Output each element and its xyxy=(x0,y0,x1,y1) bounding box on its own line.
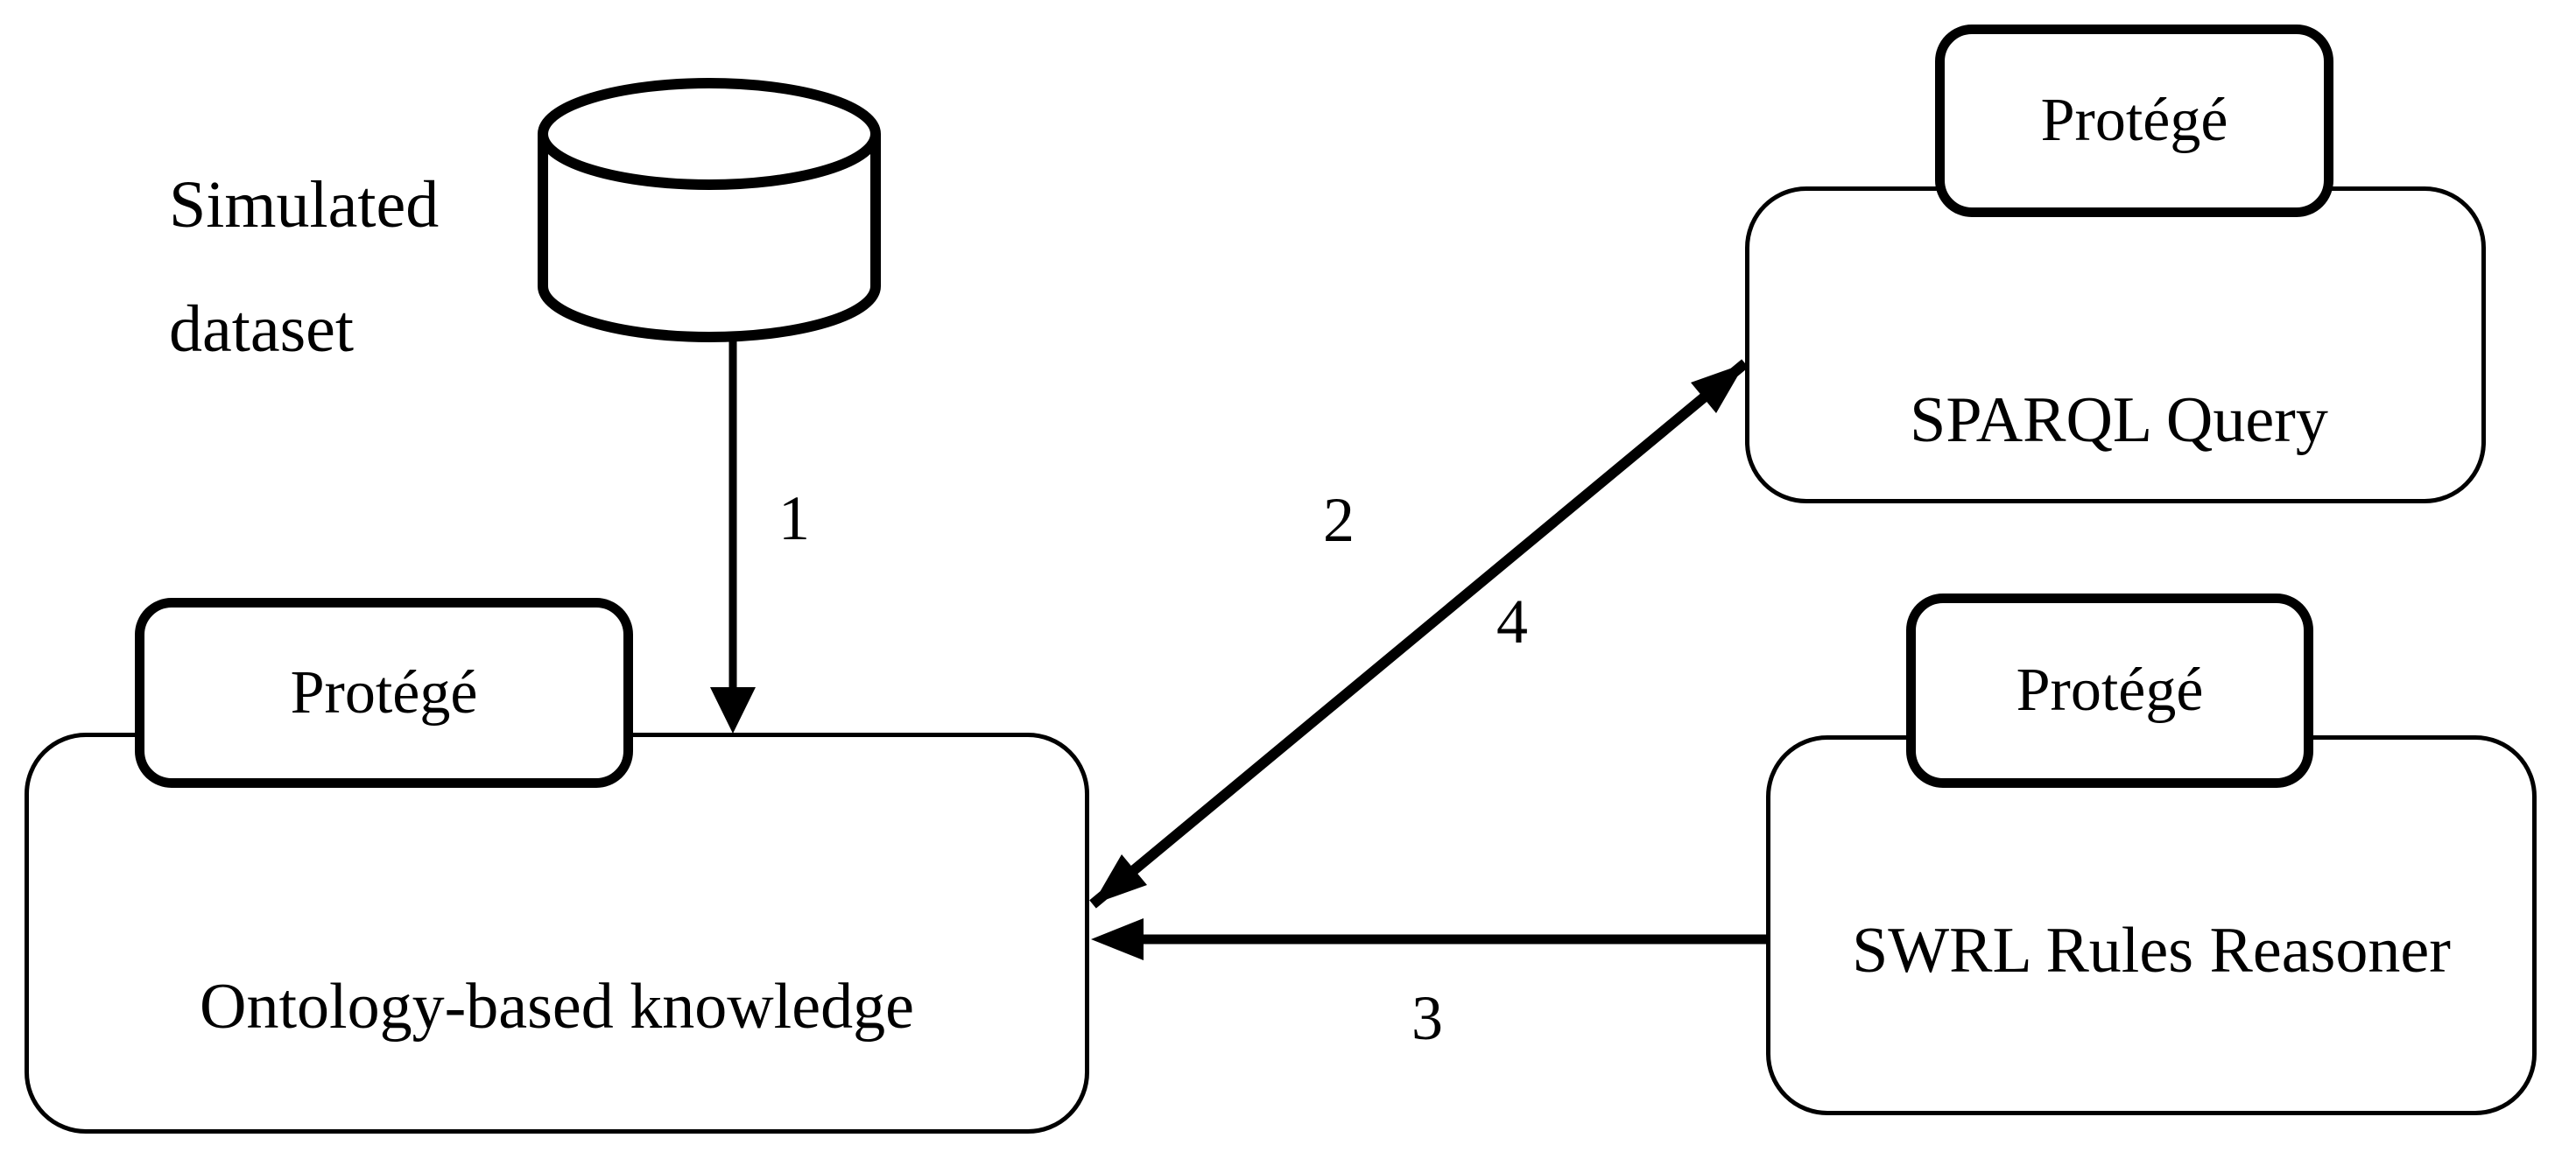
swrl-box-label: SWRL Rules Reasoner xyxy=(1852,915,2451,987)
arrow-1-head xyxy=(710,687,756,734)
protege-tag-label: Protégé xyxy=(2040,87,2228,154)
protege-tag-label: Protégé xyxy=(2016,657,2204,724)
arrow-1-dataset-to-ontology xyxy=(710,334,756,734)
arrow-3-swrl-to-ontology xyxy=(1091,918,1766,960)
simulated-dataset-label: Simulated dataset xyxy=(169,172,439,362)
arrow-2-4-ontology-sparql xyxy=(1089,359,1749,909)
arrow-4-number-label: 4 xyxy=(1496,587,1528,657)
arrow-3-number-label: 3 xyxy=(1411,983,1443,1053)
sparql-box-label: SPARQL Query xyxy=(1910,384,2328,456)
protege-tag-label: Protégé xyxy=(290,658,478,727)
arrow-2-number-label: 2 xyxy=(1323,485,1355,555)
arrow-2-4-lower-head xyxy=(1093,854,1147,904)
simulated-dataset-line2: dataset xyxy=(169,292,355,366)
database-cylinder-icon xyxy=(538,78,881,342)
arrow-2-4-upper-head xyxy=(1691,363,1745,413)
ontology-knowledge-box xyxy=(25,733,1089,1134)
arrow-3-head xyxy=(1091,918,1144,960)
sparql-query-box xyxy=(1745,186,2486,503)
arrow-1-number-label: 1 xyxy=(778,483,810,553)
swrl-reasoner-box xyxy=(1766,735,2537,1115)
protege-tag-sparql: Protégé xyxy=(1935,25,2333,217)
ontology-box-label: Ontology-based knowledge xyxy=(200,971,914,1043)
protege-tag-swrl: Protégé xyxy=(1906,594,2313,788)
protege-tag-ontology: Protégé xyxy=(135,598,633,788)
simulated-dataset-line1: Simulated xyxy=(169,168,440,242)
